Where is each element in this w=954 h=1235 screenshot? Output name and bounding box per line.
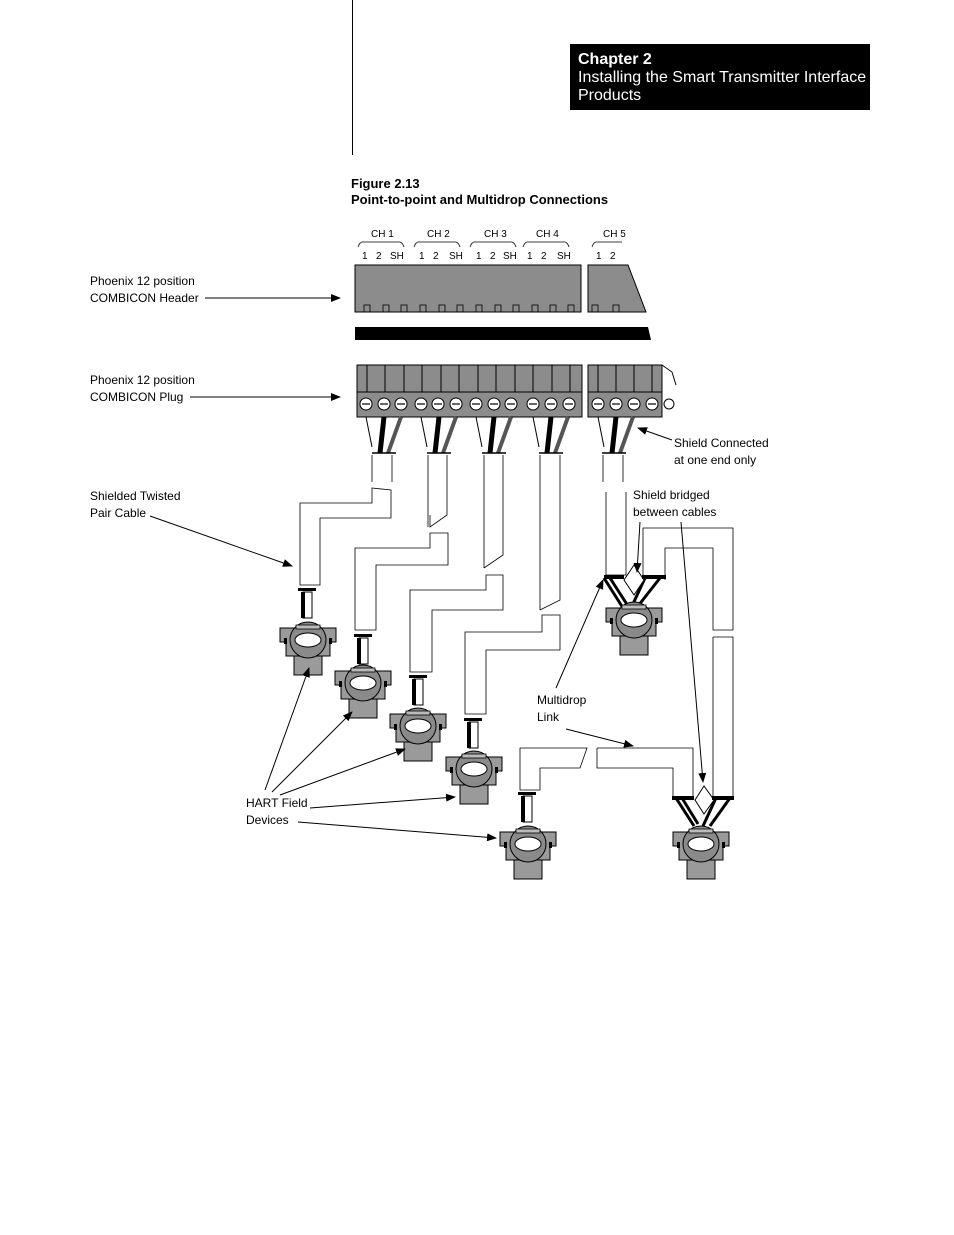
multidrop-arrow-right (565, 728, 634, 748)
multidrop-arrow-up (555, 579, 604, 689)
header-callout: Phoenix 12 position COMBICON Header (90, 274, 199, 305)
pin-label: 1 (362, 251, 368, 262)
pin-label: 1 (476, 251, 482, 262)
combicon-header (354, 264, 651, 340)
pin-label: 1 (596, 251, 602, 262)
hart-device (389, 707, 447, 762)
hart-device (445, 750, 503, 805)
multidrop-callout: Multidrop Link (537, 693, 587, 724)
shield-bridged-arrow-top (633, 521, 642, 573)
pin-label: SH (390, 251, 404, 262)
chapter-label: Chapter 2 (578, 51, 652, 68)
figure-title: Point-to-point and Multidrop Connections (351, 192, 609, 207)
margin-rule (352, 0, 353, 155)
pin-label: 2 (610, 251, 616, 262)
chapter-title: Installing the Smart Transmitter Interfa… (578, 69, 867, 104)
shielded-cable-arrow (149, 515, 293, 567)
multidrop-junction-bottom (672, 785, 734, 827)
hart-device (334, 664, 392, 719)
combicon-plug (356, 364, 677, 418)
shield-one-end-arrow (637, 427, 673, 441)
plug-wires (365, 416, 635, 454)
cable-ends (297, 587, 537, 823)
shield-bridged-arrow-bottom (680, 521, 707, 783)
hart-device (605, 601, 663, 656)
channel-label: CH 5 (603, 229, 626, 240)
pin-label: 2 (433, 251, 439, 262)
pin-label: SH (449, 251, 463, 262)
pin-label: 2 (541, 251, 547, 262)
shielded-cable-callout: Shielded Twisted Pair Cable (90, 489, 181, 520)
hart-device (499, 825, 557, 880)
pin-label: 2 (376, 251, 382, 262)
figure-number: Figure 2.13 (351, 176, 420, 191)
chapter-header: Chapter 2 Installing the Smart Transmitt… (570, 44, 870, 110)
pin-label: SH (503, 251, 517, 262)
channel-labels: CH 1 CH 2 CH 3 CH 4 CH 5 (357, 229, 626, 248)
channel-label: CH 3 (484, 229, 507, 240)
hart-device (672, 825, 730, 880)
hart-device-arrows (264, 667, 497, 842)
shield-bridged-callout: Shield bridged between cables (633, 488, 717, 519)
pin-labels: 1 2 SH 1 2 SH 1 2 SH 1 2 SH 1 2 (362, 251, 616, 262)
pin-label: 1 (527, 251, 533, 262)
pin-label: 2 (490, 251, 496, 262)
plug-callout: Phoenix 12 position COMBICON Plug (90, 373, 195, 404)
channel-label: CH 4 (536, 229, 559, 240)
hart-devices (279, 601, 730, 880)
pin-label: SH (557, 251, 571, 262)
cables (299, 455, 734, 798)
hart-device (279, 621, 337, 676)
channel-label: CH 1 (371, 229, 394, 240)
hart-devices-callout: HART Field Devices (246, 796, 308, 827)
channel-label: CH 2 (427, 229, 450, 240)
pin-label: 1 (419, 251, 425, 262)
shield-one-end-callout: Shield Connected at one end only (674, 436, 769, 467)
